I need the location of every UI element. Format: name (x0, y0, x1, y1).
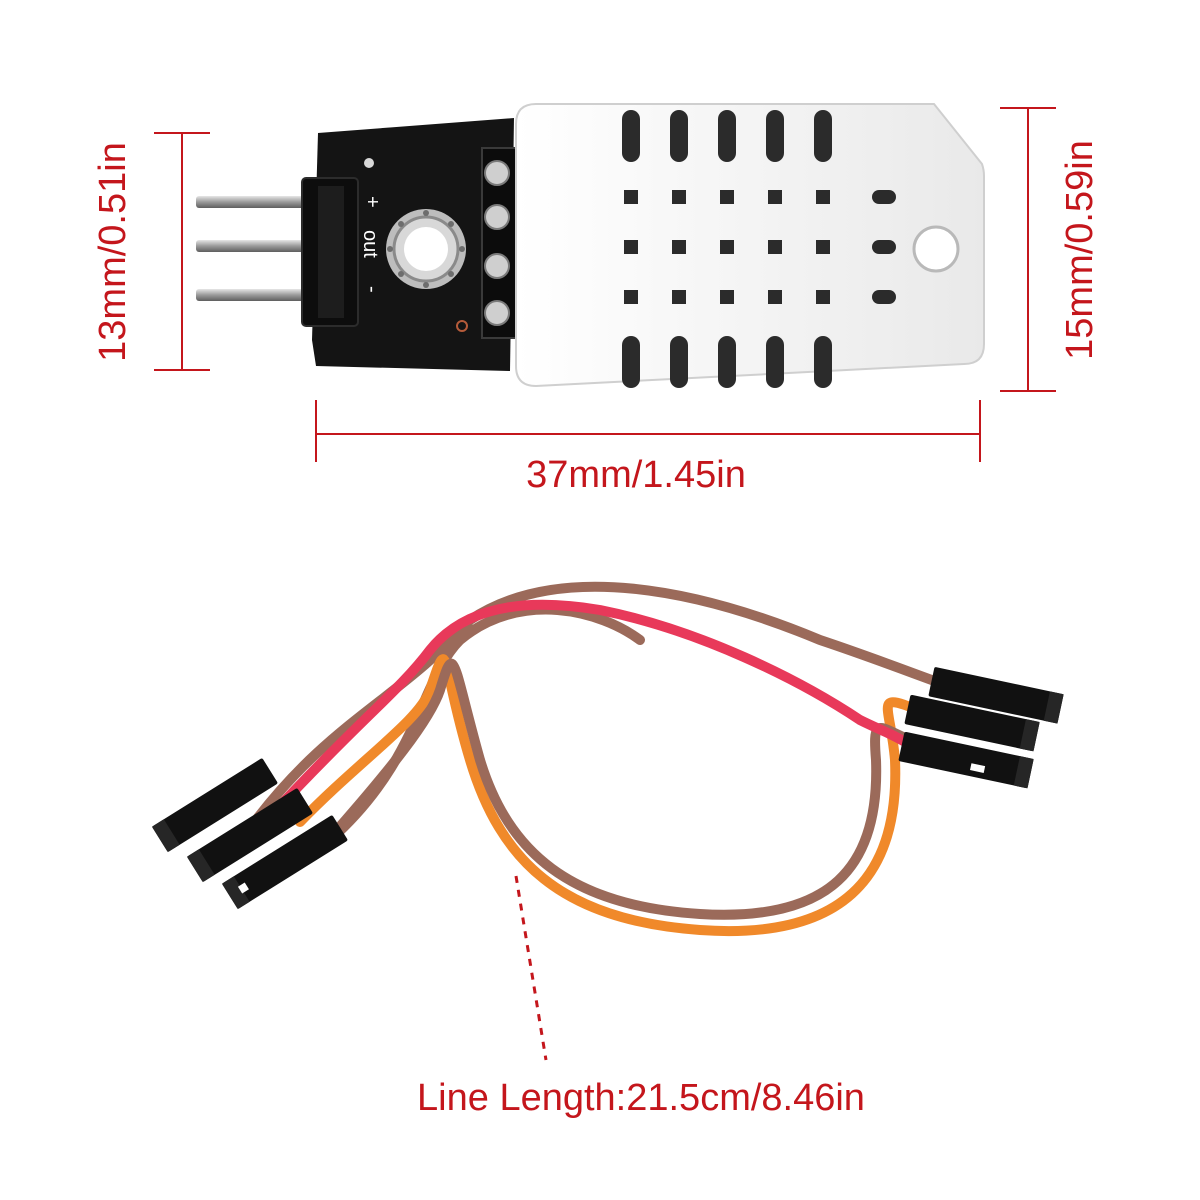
mounting-hole (386, 209, 466, 289)
silk-minus-label: - (361, 286, 383, 293)
dimension-width (315, 400, 981, 462)
dupont-connector (928, 667, 1064, 724)
jumper-cable (245, 581, 965, 936)
header-pin-minus (196, 289, 334, 301)
dimension-height-left (154, 132, 210, 371)
sensor-module: + out - (196, 103, 985, 388)
wire-brown-loop (325, 658, 925, 920)
dimension-height-right (1000, 107, 1056, 392)
dimension-label-height-right: 15mm/0.59in (1059, 140, 1101, 360)
via-dot (364, 158, 374, 168)
left-connectors (151, 758, 348, 910)
header-pin-out (196, 240, 334, 252)
via-dot (456, 320, 468, 332)
housing-mounting-hole (912, 225, 960, 273)
dupont-connector (898, 731, 1034, 789)
housing-vents (622, 110, 896, 388)
dupont-connector (221, 815, 348, 910)
header-pin-plus (196, 196, 334, 208)
dupont-connector (904, 694, 1040, 752)
wire-red (273, 599, 915, 813)
wire-orange (295, 654, 935, 936)
sensor-housing (515, 103, 985, 388)
header-pins (196, 196, 334, 301)
dupont-connector (186, 788, 313, 883)
line-length-leader (514, 875, 548, 1061)
right-connectors (898, 667, 1064, 789)
dupont-connector (151, 758, 278, 853)
dimension-label-width: 37mm/1.45in (526, 454, 746, 496)
silk-out-label: out (359, 230, 381, 258)
solder-pads (481, 147, 517, 339)
line-length-label: Line Length:21.5cm/8.46in (417, 1077, 865, 1119)
dimension-label-height-left: 13mm/0.51in (92, 142, 134, 362)
silk-plus-label: + (361, 196, 383, 208)
